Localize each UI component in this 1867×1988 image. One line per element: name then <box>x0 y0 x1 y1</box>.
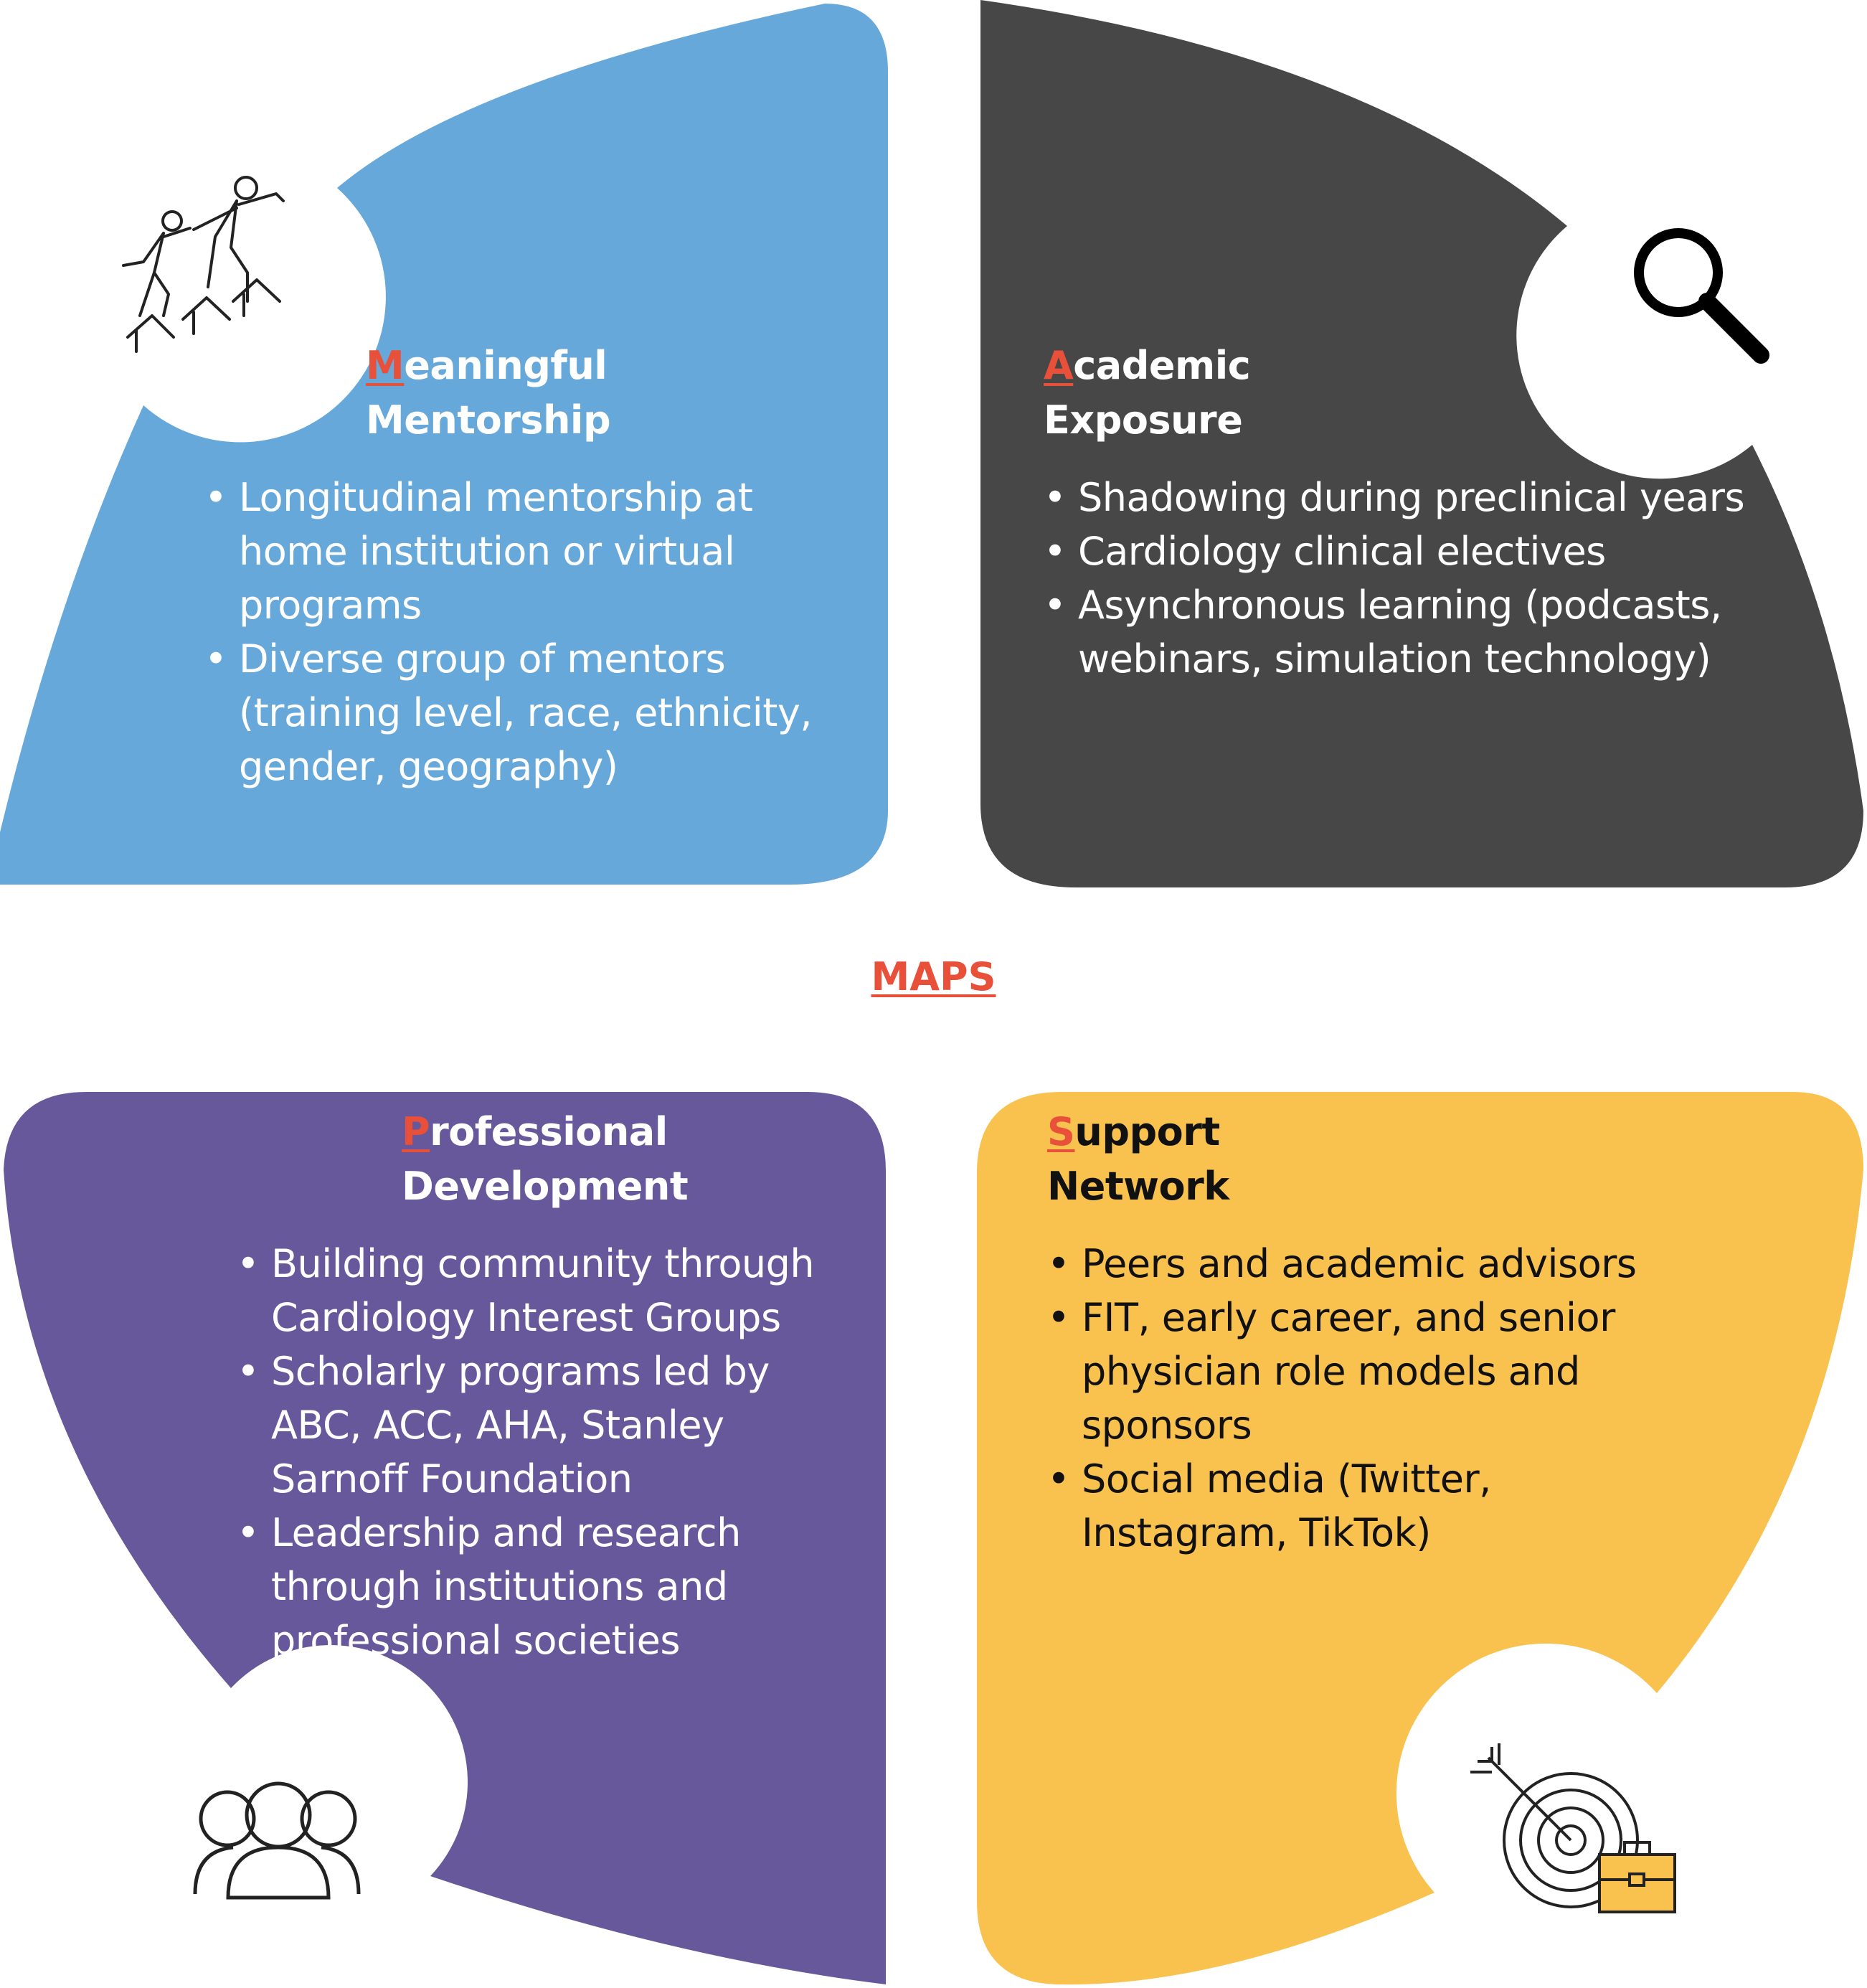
list-item: Diverse group of mentors (training level… <box>204 632 864 793</box>
mentorship-bullets: Longitudinal mentorship at home institut… <box>204 471 864 793</box>
professional-text: Professional Development <box>402 1105 904 1214</box>
professional-title-line2: Development <box>402 1164 689 1209</box>
magnifying-glass-icon <box>1634 228 1769 364</box>
target-briefcase-icon <box>1470 1743 1676 1913</box>
professional-title: Professional Development <box>402 1105 904 1214</box>
mentorship-text: Meaningful Mentorship <box>366 339 868 448</box>
list-item: Scholarly programs led by ABC, ACC, AHA,… <box>237 1344 868 1506</box>
support-text: Support Network <box>1047 1105 1549 1214</box>
academic-title: Academic Exposure <box>1044 339 1546 448</box>
list-item: Peers and academic advisors <box>1047 1237 1678 1291</box>
list-item: FIT, early career, and senior physician … <box>1047 1291 1678 1452</box>
list-item: Asynchronous learning (podcasts, webinar… <box>1044 578 1775 686</box>
academic-bullets: Shadowing during preclinical years Cardi… <box>1044 471 1775 686</box>
professional-title-line1: rofessional <box>430 1109 668 1154</box>
climbing-mentor-icon <box>122 176 285 353</box>
mentorship-title: Meaningful Mentorship <box>366 339 868 448</box>
support-title-line1: upport <box>1074 1109 1220 1154</box>
support-bullets: Peers and academic advisors FIT, early c… <box>1047 1237 1678 1560</box>
support-title-letter: S <box>1047 1109 1075 1154</box>
academic-title-line1: cademic <box>1073 343 1251 388</box>
mentorship-title-line1: eaningful <box>404 343 608 388</box>
list-item: Longitudinal mentorship at home institut… <box>204 471 864 632</box>
professional-title-letter: P <box>402 1109 430 1154</box>
list-item: Cardiology clinical electives <box>1044 524 1775 578</box>
maps-center-label: MAPS <box>871 954 996 999</box>
academic-title-letter: A <box>1044 343 1074 388</box>
mentorship-title-line2: Mentorship <box>366 397 611 443</box>
support-title: Support Network <box>1047 1105 1549 1214</box>
list-item: Social media (Twitter, Instagram, TikTok… <box>1047 1452 1678 1560</box>
professional-bullets: Building community through Cardiology In… <box>237 1237 868 1667</box>
academic-text: Academic Exposure <box>1044 339 1546 448</box>
list-item: Building community through Cardiology In… <box>237 1237 868 1344</box>
support-title-line2: Network <box>1047 1164 1229 1209</box>
list-item: Leadership and research through institut… <box>237 1506 868 1667</box>
list-item: Shadowing during preclinical years <box>1044 471 1775 524</box>
group-people-icon <box>193 1781 361 1900</box>
academic-title-line2: Exposure <box>1044 397 1243 443</box>
mentorship-title-letter: M <box>366 343 405 388</box>
